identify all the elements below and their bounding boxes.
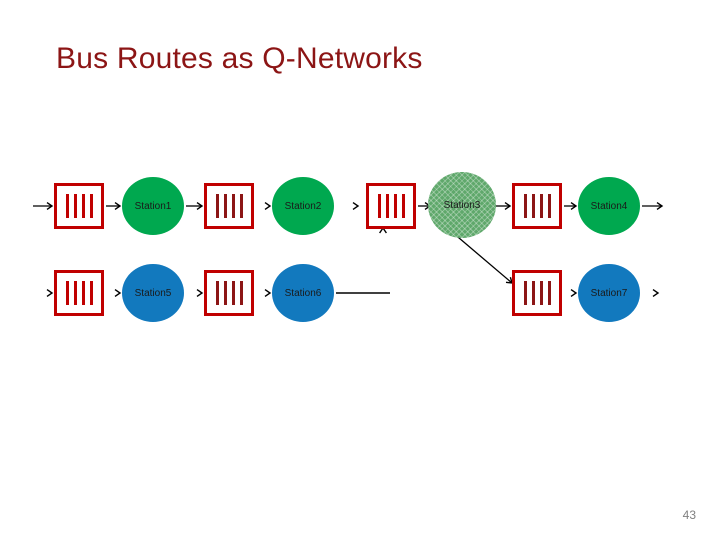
queue-bar — [393, 193, 397, 219]
queue-bar — [547, 193, 551, 219]
arrow-q7-s7-head — [570, 289, 578, 297]
station-label: Station2 — [284, 200, 322, 212]
queue-bar — [239, 280, 243, 306]
queue-bar — [547, 280, 551, 306]
queue-bar — [239, 193, 243, 219]
arrow-q2-s2-head — [264, 202, 272, 210]
queue-bar — [81, 193, 85, 219]
arrow-s3-to-q7-shaft — [451, 231, 513, 284]
arrow-q6-s6-head — [264, 289, 272, 297]
queue-3[interactable] — [366, 183, 416, 229]
queue-bar — [89, 193, 93, 219]
queue-bar — [531, 193, 535, 219]
queue-5[interactable] — [54, 270, 104, 316]
arrow-s1-q2-head — [196, 202, 204, 210]
station-node-s6[interactable]: Station6 — [272, 264, 334, 322]
queue-bar — [73, 280, 77, 306]
queue-bar — [377, 193, 381, 219]
queue-bar — [231, 280, 235, 306]
station-label: Station1 — [134, 200, 172, 212]
queue-bar — [65, 280, 69, 306]
station-label: Station4 — [590, 200, 628, 212]
station-label: Station3 — [443, 199, 481, 211]
station-node-s4[interactable]: Station4 — [578, 177, 640, 235]
queue-6[interactable] — [204, 270, 254, 316]
station-label: Station5 — [134, 287, 172, 299]
queue-bar — [401, 193, 405, 219]
queue-bar — [231, 193, 235, 219]
queue-bar — [65, 193, 69, 219]
station-label: Station7 — [590, 287, 628, 299]
queue-bar — [531, 280, 535, 306]
queue-4[interactable] — [512, 183, 562, 229]
queue-1[interactable] — [54, 183, 104, 229]
queue-7[interactable] — [512, 270, 562, 316]
queue-bar — [539, 193, 543, 219]
arrow-s3-q4-head — [504, 202, 512, 210]
page-title: Bus Routes as Q-Networks — [56, 42, 423, 75]
queue-bar — [385, 193, 389, 219]
queue-2[interactable] — [204, 183, 254, 229]
queue-bar — [223, 193, 227, 219]
queue-bar — [523, 193, 527, 219]
queue-bar — [523, 280, 527, 306]
arrow-in-q5-head — [46, 289, 54, 297]
station-node-s7[interactable]: Station7 — [578, 264, 640, 322]
arrow-in-q1-head — [46, 202, 54, 210]
queue-bar — [73, 193, 77, 219]
queue-bar — [215, 280, 219, 306]
arrow-q5-s5-head — [114, 289, 122, 297]
queue-bar — [539, 280, 543, 306]
page-number: 43 — [682, 508, 696, 522]
station-node-s3[interactable]: Station3 — [428, 172, 496, 238]
station-node-s2[interactable]: Station2 — [272, 177, 334, 235]
station-node-s5[interactable]: Station5 — [122, 264, 184, 322]
arrow-s5-q6-head — [196, 289, 204, 297]
arrow-q1-s1-head — [114, 202, 122, 210]
arrow-s7-out-head — [652, 289, 660, 297]
queue-bar — [89, 280, 93, 306]
arrow-s2-q3-head — [352, 202, 360, 210]
arrow-s4-out-head — [656, 202, 664, 210]
queue-bar — [215, 193, 219, 219]
queue-bar — [81, 280, 85, 306]
station-label: Station6 — [284, 287, 322, 299]
station-node-s1[interactable]: Station1 — [122, 177, 184, 235]
queue-bar — [223, 280, 227, 306]
arrow-q4-s4-head — [570, 202, 578, 210]
